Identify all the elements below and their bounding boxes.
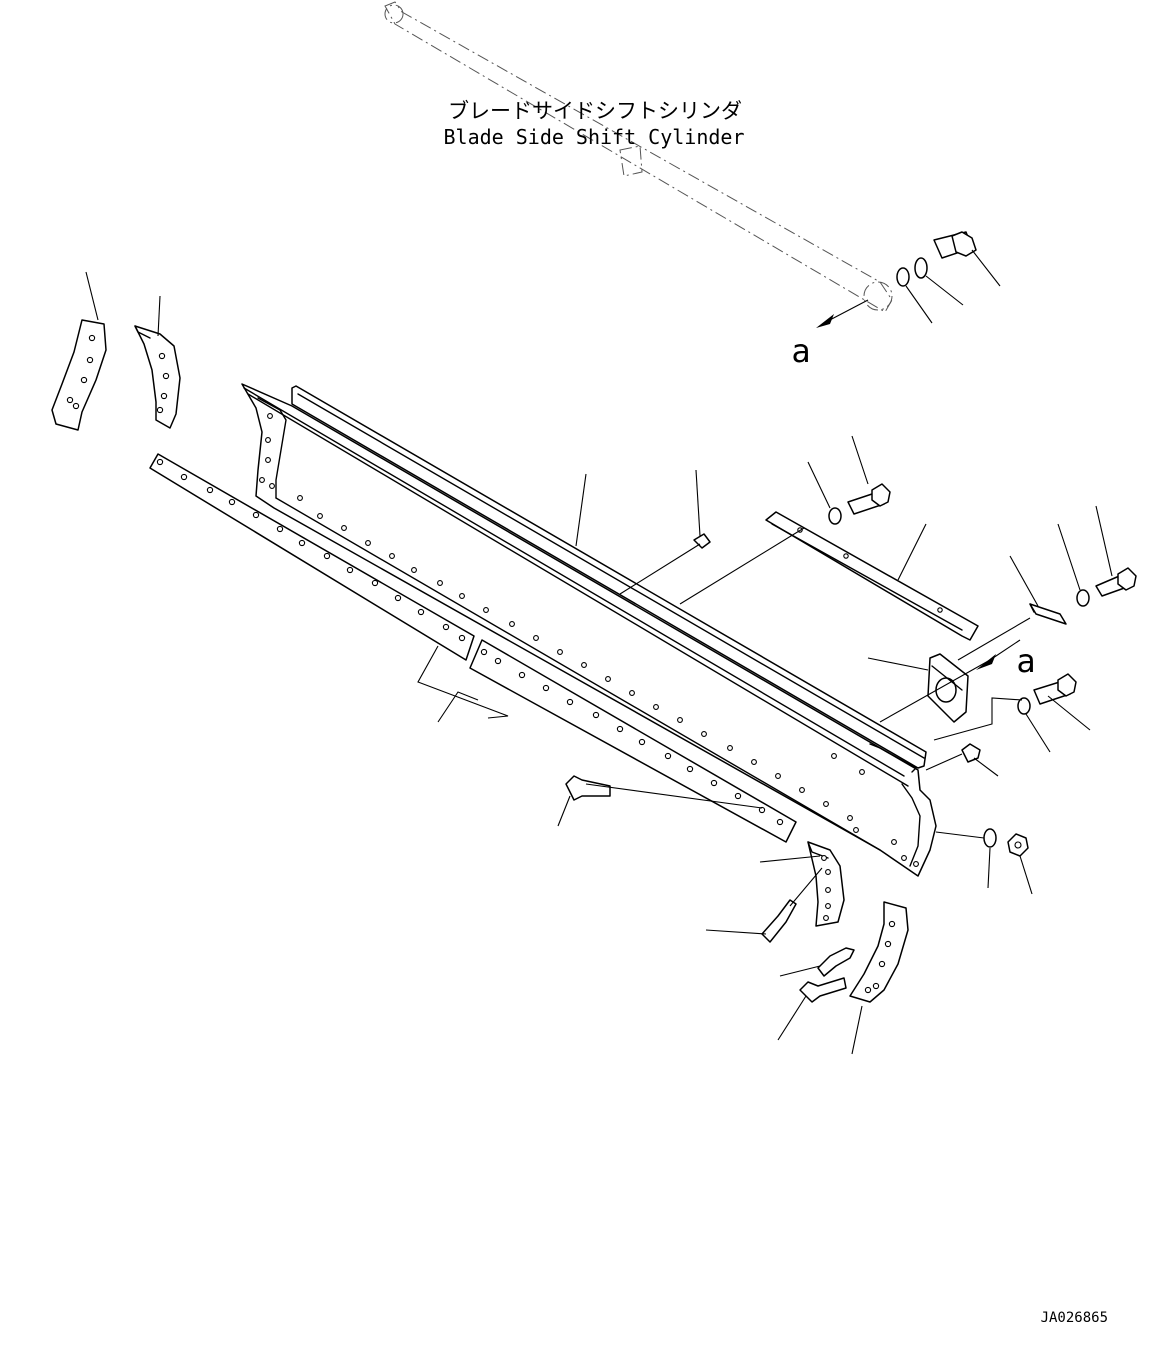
cylinder-label-en: Blade Side Shift Cylinder bbox=[443, 125, 744, 149]
right-plow-bolt-middle-icon bbox=[779, 947, 855, 977]
side-shift-cylinder-phantom bbox=[384, 1, 893, 313]
end-nut-washer-icon bbox=[935, 828, 1033, 895]
bracket-bolt-icon bbox=[933, 673, 1091, 753]
moldboard-leader bbox=[575, 473, 587, 547]
moldboard bbox=[241, 383, 937, 877]
center-bolt-icon bbox=[619, 469, 711, 595]
view-marker-right: a bbox=[1016, 642, 1035, 680]
cutting-edge-left-holes bbox=[156, 458, 466, 642]
right-plow-bolt-upper-icon bbox=[705, 867, 823, 943]
plow-bolt-left-icon bbox=[557, 775, 763, 827]
left-end-bit-inner bbox=[134, 295, 181, 429]
end-bolt-head-icon bbox=[925, 743, 999, 777]
view-arrow-right bbox=[879, 639, 1021, 723]
cylinder-label-jp: ブレードサイドシフトシリンダ bbox=[448, 99, 742, 123]
right-end-bit-inner bbox=[759, 841, 845, 927]
cutting-edge-bracket bbox=[417, 645, 509, 723]
cutting-edge-right bbox=[469, 639, 797, 843]
left-end-bit-outer bbox=[51, 271, 107, 431]
top-reinforcement-angle bbox=[291, 385, 927, 773]
wear-strip-bolt-icon bbox=[807, 435, 891, 525]
drawing-number: JA026865 bbox=[1041, 1310, 1108, 1326]
cutting-edge-left bbox=[149, 453, 475, 661]
side-shift-bracket bbox=[867, 653, 969, 723]
view-marker-top: a bbox=[791, 332, 810, 370]
side-plate-bolt-icon bbox=[957, 505, 1137, 661]
wear-strip bbox=[679, 511, 979, 641]
moldboard-bolt-holes bbox=[259, 413, 919, 867]
cylinder-end-bolt-icon bbox=[896, 231, 1001, 324]
cutting-edge-right-holes bbox=[480, 648, 784, 826]
right-end-bit-outer bbox=[849, 901, 909, 1055]
view-arrow-top bbox=[816, 299, 869, 328]
right-plow-bolt-lower-icon bbox=[777, 977, 847, 1041]
